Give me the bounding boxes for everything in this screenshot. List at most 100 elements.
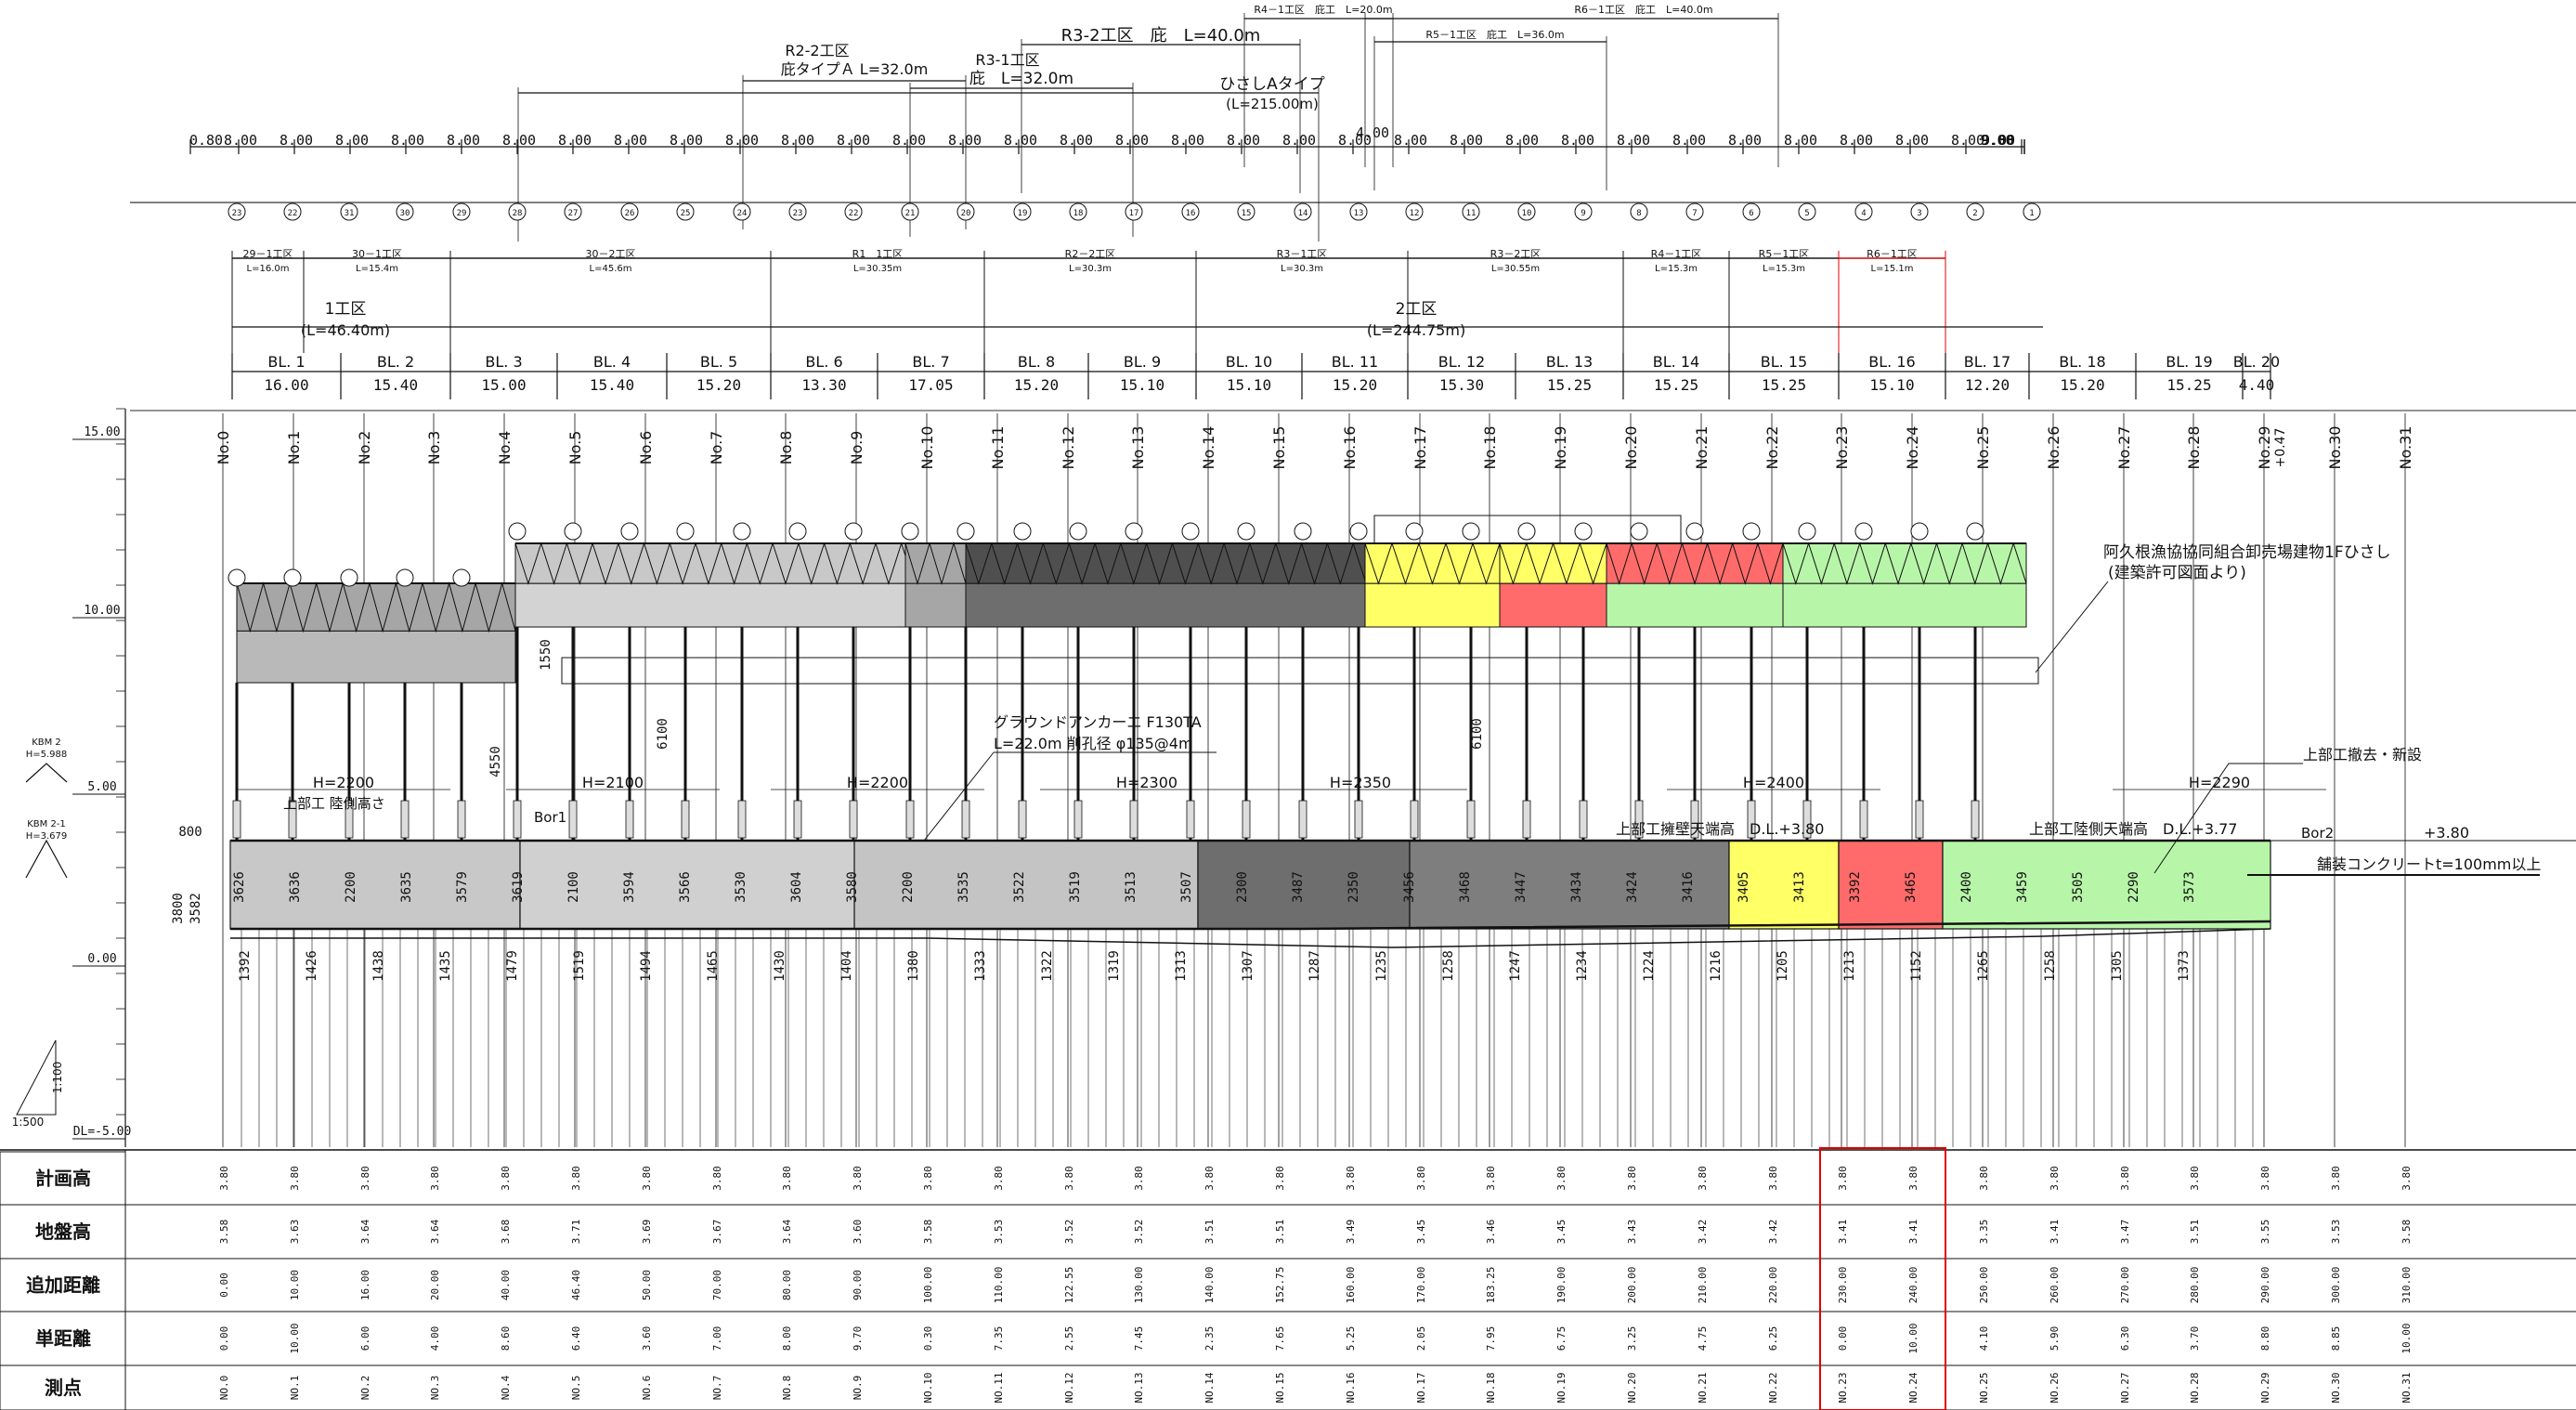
block-name: BL. 10 [1226, 353, 1272, 371]
axis-circle [620, 202, 639, 221]
table-cell: 7.45 [1133, 1326, 1145, 1351]
top-dim-value: 8.00 [781, 132, 814, 149]
table-cell: 152.75 [1274, 1267, 1286, 1304]
column-marker [1405, 522, 1424, 541]
table-cell: 130.00 [1133, 1267, 1145, 1304]
column-marker [1685, 522, 1704, 541]
column-base [961, 800, 970, 839]
table-cell: NO.15 [1274, 1372, 1286, 1403]
annotation-remove: 上部工撤去・新設 [2303, 746, 2422, 764]
station-label: No.14 [1200, 426, 1217, 470]
h-dim-label: H=2100 [582, 774, 644, 791]
depth-label: 1213 [1842, 950, 1857, 982]
table-cell: NO.24 [1907, 1372, 1919, 1403]
depth-label: 1287 [1308, 950, 1322, 982]
table-cell: NO.20 [1626, 1372, 1638, 1403]
zone-2-length: (L=244.75m) [1367, 321, 1465, 339]
table-cell: 230.00 [1837, 1267, 1849, 1304]
block-name: BL. 4 [593, 353, 631, 371]
column-base [1522, 800, 1531, 839]
axis-circle [1798, 202, 1816, 221]
station-label: No.16 [1341, 426, 1359, 470]
column-base [400, 800, 410, 839]
axis-circle-label: 13 [1354, 209, 1364, 218]
canopy-lower-band [965, 582, 1380, 628]
column-marker [788, 522, 807, 541]
segment-name: 30－2工区 [586, 248, 636, 260]
table-cell: 90.00 [852, 1270, 864, 1300]
depth-label: 1265 [1976, 950, 1991, 982]
column-marker [340, 568, 358, 587]
column-marker [228, 568, 246, 587]
kbm-h: H=5.988 [26, 750, 68, 760]
axis-circle-label: 3 [1917, 209, 1921, 218]
column-marker [956, 522, 975, 541]
axis-circle-label: 21 [905, 209, 916, 218]
block-name: BL. 11 [1332, 353, 1378, 371]
wall-segment [1942, 840, 2271, 930]
column-base [568, 800, 578, 839]
column-marker [452, 568, 471, 587]
h-dim-label: H=2400 [1743, 774, 1804, 791]
table-cell: 160.00 [1345, 1267, 1357, 1304]
block-length: 17.05 [908, 376, 953, 394]
elev-label: 5.00 [87, 780, 116, 794]
station-label: No.7 [708, 431, 725, 465]
table-cell: NO.28 [2189, 1372, 2201, 1403]
table-cell: 3.80 [711, 1166, 723, 1191]
table-cell: 3.60 [641, 1326, 653, 1351]
table-header-cell [0, 1204, 126, 1260]
axis-circle [1910, 202, 1929, 221]
axis-circle [788, 202, 807, 221]
axis-circle-label: 6 [1749, 209, 1753, 218]
column-base [1018, 800, 1027, 839]
table-header-cell [0, 1151, 126, 1206]
annotation-crest-land: 上部工陸側天端高 D.L.+3.77 [2029, 820, 2237, 838]
table-cell: 3.80 [852, 1166, 864, 1191]
h-dim-label: H=2200 [847, 774, 908, 791]
wall-segment [1197, 840, 1411, 930]
table-cell: 3.53 [2330, 1220, 2342, 1245]
annotation-building: 阿久根漁協協同組合卸売場建物1Fひさし [2103, 543, 2391, 562]
table-cell: 140.00 [1203, 1267, 1216, 1304]
table-cell: 3.42 [1767, 1220, 1779, 1245]
table-cell: NO.10 [922, 1372, 934, 1403]
station-label: No.11 [989, 426, 1007, 470]
top-dim-value: 8.00 [1394, 132, 1427, 149]
column-base [1634, 800, 1644, 839]
wall-dim-label: 3580 [845, 871, 860, 903]
column-marker [283, 568, 302, 587]
wall-dim-label: 2350 [1347, 871, 1361, 903]
span-r31-name: R3-1工区 [975, 51, 1039, 69]
table-cell: 3.80 [2119, 1166, 2131, 1191]
column-marker [901, 522, 919, 541]
table-cell: 3.80 [1063, 1166, 1075, 1191]
depth-label: 1430 [773, 950, 787, 982]
table-cell: NO.25 [1978, 1372, 1990, 1403]
zone-1-name: 1工区 [325, 300, 367, 319]
axis-circle [1237, 202, 1255, 221]
table-cell: 6.00 [359, 1326, 371, 1351]
table-header-cell [0, 1258, 126, 1312]
table-cell: 3.80 [2049, 1166, 2061, 1191]
h-dim-label: H=2350 [1330, 774, 1391, 791]
depth-label: 1426 [305, 950, 319, 982]
axis-circle-label: 14 [1298, 209, 1308, 218]
table-cell: 310.00 [2400, 1267, 2413, 1304]
table-cell: 3.52 [1133, 1220, 1145, 1245]
canopy-lower-band [1364, 582, 1501, 628]
axis-circle-label: 22 [288, 209, 298, 218]
annotation-leader [2035, 581, 2109, 673]
axis-circle [844, 202, 863, 221]
annotation-1550: 1550 [539, 639, 553, 671]
table-cell: 3.41 [1907, 1220, 1919, 1245]
wall-dim-label: 3619 [511, 871, 526, 903]
axis-circle [1349, 202, 1368, 221]
canopy-lower-band [1499, 582, 1607, 628]
table-cell: NO.31 [2400, 1372, 2413, 1403]
depth-label: 1380 [906, 950, 921, 982]
block-length: 13.30 [801, 376, 846, 394]
axis-circle-label: 4 [1861, 209, 1866, 218]
